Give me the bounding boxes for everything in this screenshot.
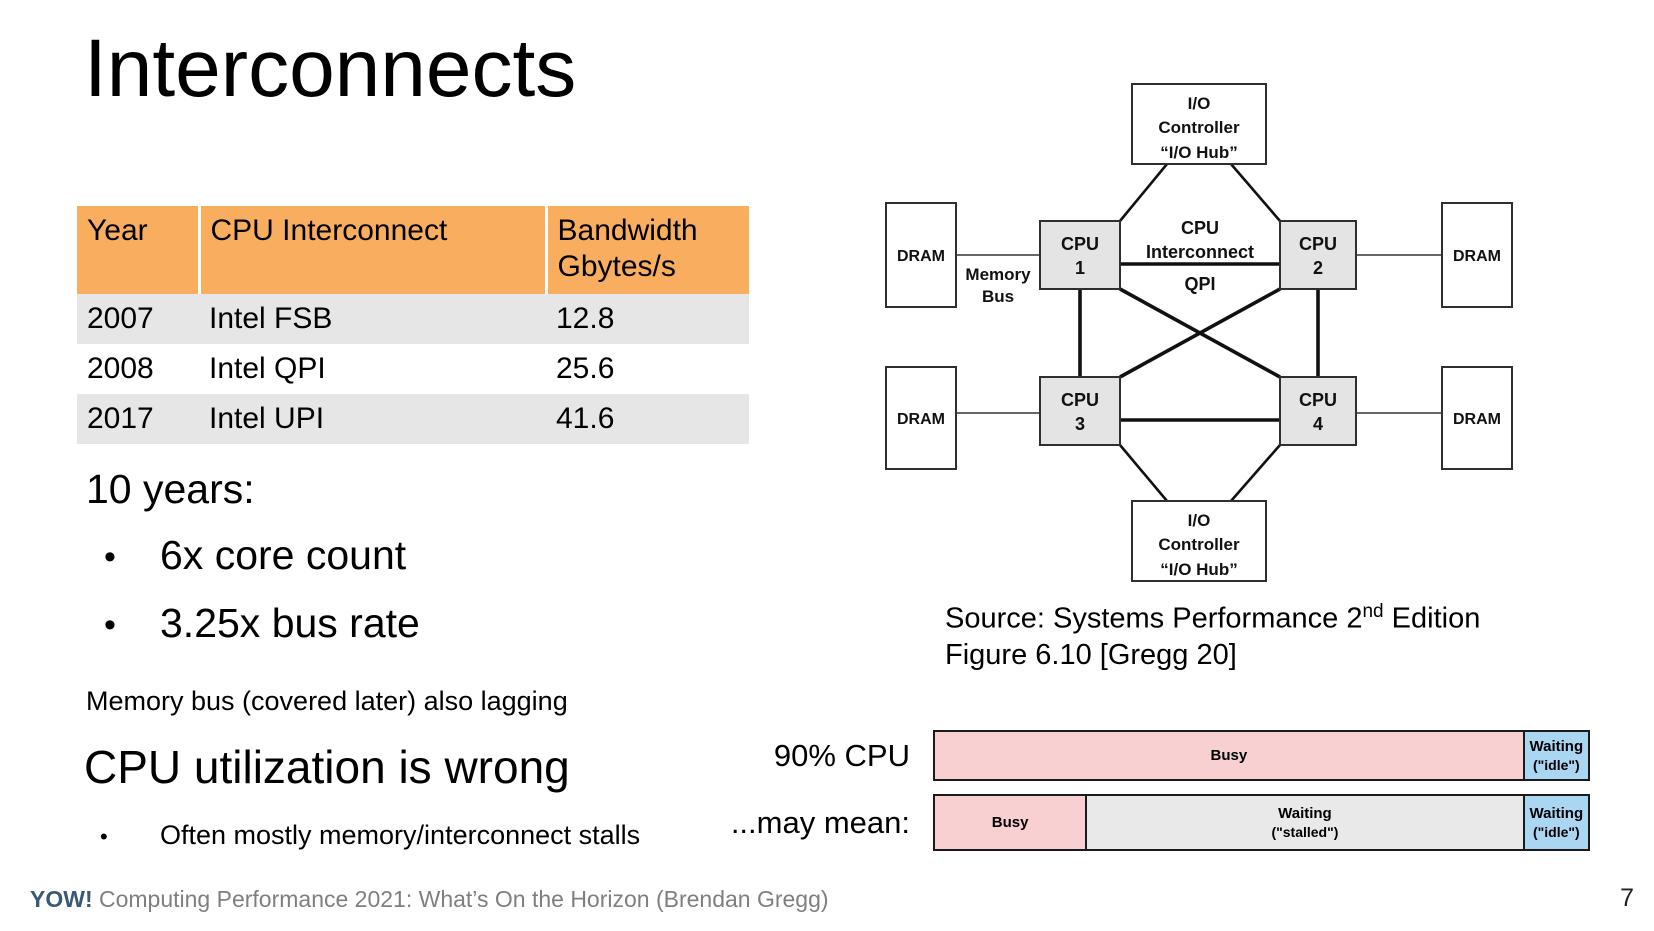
cpu-90-bar: Busy Waiting ("idle") — [933, 730, 1590, 781]
dram-box-bottom-left: DRAM — [885, 366, 957, 470]
page-title: Interconnects — [84, 23, 577, 114]
col-header-bandwidth: Bandwidth Gbytes/s — [546, 206, 749, 294]
bullet-icon: • — [100, 824, 108, 849]
dram-box-top-left: DRAM — [885, 202, 957, 308]
footer-text: Computing Performance 2021: What’s On th… — [92, 886, 829, 912]
svg-text:Controller: Controller — [1158, 535, 1240, 554]
bar-segment-waiting-idle: Waiting ("idle") — [1522, 796, 1588, 849]
page-number: 7 — [1620, 884, 1634, 912]
svg-text:CPU: CPU — [1061, 234, 1099, 254]
bar-segment-busy: Busy — [935, 796, 1086, 849]
memory-bus-note: Memory bus (covered later) also lagging — [86, 686, 568, 716]
svg-text:I/O: I/O — [1188, 511, 1211, 530]
cpu3-box: CPU 3 — [1039, 376, 1121, 446]
svg-text:DRAM: DRAM — [1453, 248, 1501, 265]
footer-brand: YOW! — [30, 886, 93, 912]
svg-text:CPU: CPU — [1299, 234, 1337, 254]
io-hub-link — [1119, 444, 1168, 502]
dram-box-bottom-right: DRAM — [1441, 366, 1513, 470]
source-superscript: nd — [1362, 601, 1384, 622]
table-row: 2017 Intel UPI 41.6 — [77, 394, 749, 444]
cpu4-box: CPU 4 — [1279, 376, 1357, 446]
ten-years-heading: 10 years: — [86, 466, 255, 512]
cell-bandwidth: 25.6 — [556, 352, 615, 385]
cpu1-box: CPU 1 — [1039, 220, 1121, 290]
source-line1: Source: Systems Performance 2 — [945, 602, 1363, 635]
cell-interconnect: Intel FSB — [199, 294, 546, 344]
source-citation: Source: Systems Performance 2nd Edition … — [945, 594, 1480, 673]
cell-interconnect: Intel QPI — [209, 352, 326, 385]
svg-text:I/O: I/O — [1188, 94, 1211, 113]
may-mean-bar: Busy Waiting ("stalled") Waiting ("idle"… — [933, 794, 1590, 851]
svg-text:“I/O Hub”: “I/O Hub” — [1160, 560, 1237, 579]
svg-text:DRAM: DRAM — [897, 248, 945, 265]
source-line2: Figure 6.10 [Gregg 20] — [945, 638, 1237, 671]
footer: YOW! Computing Performance 2021: What’s … — [30, 886, 829, 913]
svg-text:“I/O Hub”: “I/O Hub” — [1160, 143, 1237, 162]
io-controller-top: I/O Controller “I/O Hub” — [1131, 83, 1267, 165]
svg-text:Controller: Controller — [1158, 118, 1240, 137]
dram-box-top-right: DRAM — [1441, 202, 1513, 308]
io-hub-link — [1230, 444, 1281, 502]
col-header-interconnect: CPU Interconnect — [199, 206, 548, 294]
cell-interconnect: Intel UPI — [199, 394, 546, 444]
svg-text:3: 3 — [1075, 414, 1085, 434]
table-header-row: Year CPU Interconnect Bandwidth Gbytes/s — [77, 206, 749, 294]
interconnect-table: Year CPU Interconnect Bandwidth Gbytes/s… — [77, 206, 749, 444]
svg-text:1: 1 — [1075, 258, 1085, 278]
bar-segment-busy: Busy — [935, 732, 1523, 779]
bullet-memory-stalls: • Often mostly memory/interconnect stall… — [100, 820, 640, 854]
io-hub-link — [1118, 163, 1169, 222]
svg-text:CPU: CPU — [1181, 218, 1219, 238]
source-line1-suffix: Edition — [1383, 602, 1481, 635]
cell-bandwidth: 12.8 — [546, 294, 749, 344]
svg-text:4: 4 — [1313, 414, 1323, 434]
svg-text:2: 2 — [1313, 258, 1323, 278]
bar-segment-waiting-idle: Waiting ("idle") — [1522, 732, 1588, 779]
bullet-icon: • — [104, 606, 116, 644]
svg-text:CPU: CPU — [1299, 390, 1337, 410]
cell-year: 2008 — [87, 352, 154, 385]
bullet-text: Often mostly memory/interconnect stalls — [160, 820, 641, 850]
qpi-label: QPI — [1184, 274, 1215, 294]
cpu2-box: CPU 2 — [1279, 220, 1357, 290]
cpu-interconnect-link — [1119, 287, 1281, 379]
cell-year: 2017 — [77, 394, 199, 444]
svg-text:Memory: Memory — [965, 265, 1031, 284]
svg-text:CPU: CPU — [1061, 390, 1099, 410]
io-hub-link — [1230, 163, 1281, 222]
cpu-topology-diagram: I/O Controller “I/O Hub” I/O Controller … — [885, 83, 1513, 582]
cell-year: 2007 — [77, 294, 199, 344]
cpu-utilization-heading: CPU utilization is wrong — [84, 741, 570, 793]
bullet-text: 3.25x bus rate — [160, 600, 420, 646]
bullet-icon: • — [104, 538, 116, 576]
svg-text:Interconnect: Interconnect — [1146, 242, 1254, 262]
bullet-core-count: • 6x core count — [104, 532, 406, 582]
io-controller-bottom: I/O Controller “I/O Hub” — [1131, 500, 1267, 582]
table-row: 2007 Intel FSB 12.8 — [77, 294, 749, 344]
bar1-label: 90% CPU — [773, 737, 910, 773]
bar-segment-waiting-stalled: Waiting ("stalled") — [1085, 796, 1523, 849]
svg-text:DRAM: DRAM — [1453, 411, 1501, 428]
table-row: 2008 Intel QPI 25.6 — [77, 344, 749, 394]
bullet-bus-rate: • 3.25x bus rate — [104, 600, 420, 650]
svg-text:Bus: Bus — [982, 287, 1014, 306]
memory-bus-label: Memory Bus — [965, 265, 1031, 306]
cpu-interconnect-label: CPU Interconnect — [1146, 218, 1254, 262]
cell-bandwidth: 41.6 — [546, 394, 749, 444]
col-header-year: Year — [77, 206, 201, 294]
bar2-label: ...may mean: — [730, 804, 910, 840]
svg-text:DRAM: DRAM — [897, 411, 945, 428]
bullet-text: 6x core count — [160, 532, 407, 578]
